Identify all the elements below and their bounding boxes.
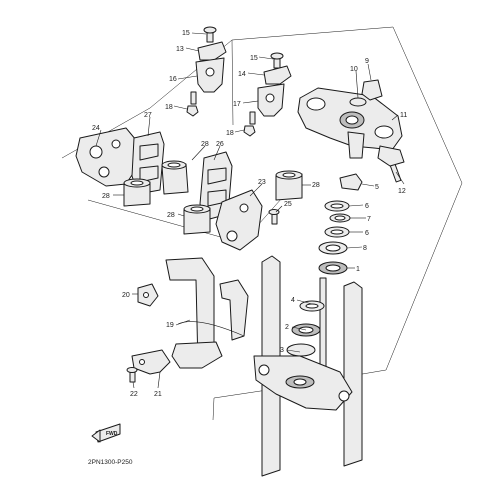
callout-10: 10 [350,66,358,73]
meter-bracket-right [199,151,280,251]
callout-2: 2 [285,324,289,331]
headlight-stay [126,257,249,383]
callout-6: 6 [365,230,369,237]
callout-9: 9 [365,58,369,65]
callout-15: 15 [182,30,190,37]
callout-28: 28 [201,141,209,148]
callout-24: 24 [92,125,100,132]
meter-bushings [123,160,303,235]
upper-bracket-left [186,26,227,117]
callout-28: 28 [312,182,320,189]
front-arrow-icon: FWD [91,423,121,443]
diagram-code: 2PN1300-P250 [88,459,133,466]
callout-4: 4 [291,297,295,304]
callout-28: 28 [167,212,175,219]
callout-12: 12 [398,188,406,195]
upper-bracket-right [243,52,292,137]
callout-6: 6 [365,203,369,210]
callout-20: 20 [122,292,130,299]
callout-25: 25 [284,201,292,208]
leader-lines [95,32,405,389]
callout-22: 22 [130,391,138,398]
front-marker-label: FWD [106,431,118,437]
callout-18: 18 [165,104,173,111]
callout-13: 13 [176,46,184,53]
meter-bracket-left [75,127,165,195]
callout-numbers: 15 13 16 18 15 14 17 18 9 10 11 12 5 6 7… [92,30,407,398]
callout-17: 17 [233,101,241,108]
callout-5: 5 [375,184,379,191]
callout-27: 27 [144,112,152,119]
callout-14: 14 [238,71,246,78]
callout-26: 26 [216,141,224,148]
callout-15: 15 [250,55,258,62]
callout-1: 1 [356,266,360,273]
callout-11: 11 [400,112,407,119]
callout-28: 28 [102,193,110,200]
upper-triple-clamp [297,79,405,183]
callout-3: 3 [280,347,284,354]
fork-assembly [253,255,363,477]
callout-16: 16 [169,76,177,83]
callout-21: 21 [154,391,162,398]
callout-8: 8 [363,245,367,252]
callout-7: 7 [367,216,371,223]
callout-23: 23 [258,179,266,186]
callout-19: 19 [166,322,174,329]
callout-18: 18 [226,130,234,137]
